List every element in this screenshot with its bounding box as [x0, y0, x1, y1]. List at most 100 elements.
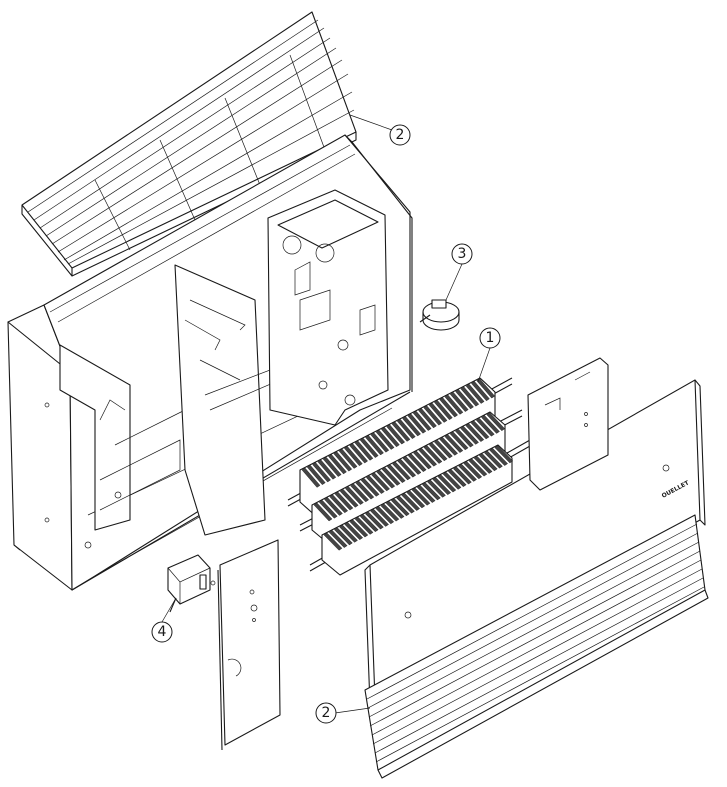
heating-fin — [407, 413, 427, 434]
heating-fin — [366, 475, 385, 494]
heating-fin — [463, 461, 483, 480]
heating-fin — [329, 494, 349, 514]
heating-fin — [484, 450, 503, 469]
heating-fin — [470, 420, 490, 440]
heating-fin — [354, 440, 374, 461]
heating-fin — [359, 514, 379, 533]
heating-fin — [449, 391, 469, 412]
heating-fin — [323, 532, 343, 551]
heating-fin — [328, 454, 347, 475]
heating-fin — [371, 472, 390, 492]
heating-fin — [486, 412, 506, 431]
callout-3: 3 — [445, 243, 473, 301]
callout-1: 1 — [477, 327, 501, 383]
cabinet — [7, 134, 413, 591]
heating-fin — [455, 428, 474, 448]
bottom-grille — [364, 514, 709, 779]
heating-fin — [423, 445, 443, 464]
heating-fin — [355, 480, 375, 500]
heating-fin — [458, 463, 477, 482]
heating-fin — [386, 464, 406, 483]
callout-label: 1 — [486, 330, 495, 346]
control-bracket — [217, 539, 281, 751]
heating-fin — [478, 453, 498, 472]
heating-fin — [334, 527, 353, 546]
heating-fin — [354, 516, 374, 535]
heating-fin — [439, 397, 458, 418]
heating-fin — [376, 469, 396, 489]
heating-fin — [427, 479, 446, 498]
heating-fin — [359, 437, 379, 458]
heating-fin — [453, 466, 472, 485]
heating-fin — [418, 448, 438, 467]
heating-fin — [390, 498, 410, 517]
heating-fin — [375, 429, 395, 450]
heating-fin — [428, 402, 448, 423]
heating-fin — [439, 437, 458, 456]
heating-fin — [339, 524, 358, 543]
heating-fin — [370, 508, 389, 527]
heating-fin — [494, 445, 514, 464]
heating-fin — [428, 442, 448, 462]
heating-fin — [416, 485, 436, 503]
heating-fin — [473, 455, 493, 474]
heating-fin — [460, 426, 479, 445]
heating-fin — [386, 424, 406, 445]
heating-fin — [365, 435, 384, 456]
heating-fin — [396, 495, 415, 514]
heating-fin — [406, 490, 426, 509]
heating-fin — [444, 434, 464, 453]
heating-fin — [402, 416, 421, 437]
heating-fin — [324, 497, 343, 516]
heating-fin — [360, 478, 380, 497]
heating-fin — [338, 448, 358, 469]
switch — [167, 554, 216, 613]
callout-label: 2 — [322, 705, 331, 721]
front-panel: OUELLET — [364, 357, 706, 706]
heating-fin — [471, 381, 490, 402]
heating-fin — [468, 458, 488, 477]
heating-fin — [465, 383, 485, 404]
heating-fin — [423, 405, 443, 426]
heating-fin — [449, 431, 469, 451]
heating-fin — [437, 474, 457, 493]
heating-fin — [333, 451, 353, 472]
heating-fin — [411, 487, 431, 506]
callout-label: 3 — [458, 246, 467, 262]
heating-fin — [317, 459, 337, 480]
heating-fin — [322, 456, 342, 477]
heating-fin — [380, 503, 400, 522]
callout-label: 4 — [158, 624, 167, 640]
callout-2-bottom: 2 — [315, 702, 371, 724]
heating-fin — [460, 386, 480, 407]
callout-2-top: 2 — [349, 114, 411, 146]
heating-fin — [344, 446, 363, 467]
heating-fin — [391, 421, 411, 442]
heating-fin — [489, 448, 508, 466]
heating-fin — [401, 493, 420, 511]
heating-fin — [339, 489, 359, 508]
heating-element — [287, 377, 531, 576]
heating-fin — [402, 456, 422, 475]
heating-fin — [434, 439, 453, 459]
heating-fin — [349, 519, 369, 538]
heating-fin — [412, 410, 432, 431]
heating-fin — [328, 530, 348, 548]
heating-fin — [345, 486, 364, 505]
heating-fin — [381, 467, 401, 486]
thermostat — [419, 299, 460, 331]
heating-fin — [396, 419, 416, 439]
heating-fin — [334, 491, 354, 511]
heating-fin — [344, 522, 364, 540]
heating-fin — [475, 417, 495, 437]
heating-fin — [312, 462, 331, 483]
heating-fin — [313, 502, 333, 522]
callout-label: 2 — [396, 127, 405, 143]
heating-fin — [370, 432, 390, 453]
heating-fin — [444, 394, 464, 415]
heating-fin — [422, 482, 441, 501]
heating-fin — [375, 506, 395, 525]
heating-fin — [413, 450, 432, 470]
heating-fin — [407, 453, 427, 473]
